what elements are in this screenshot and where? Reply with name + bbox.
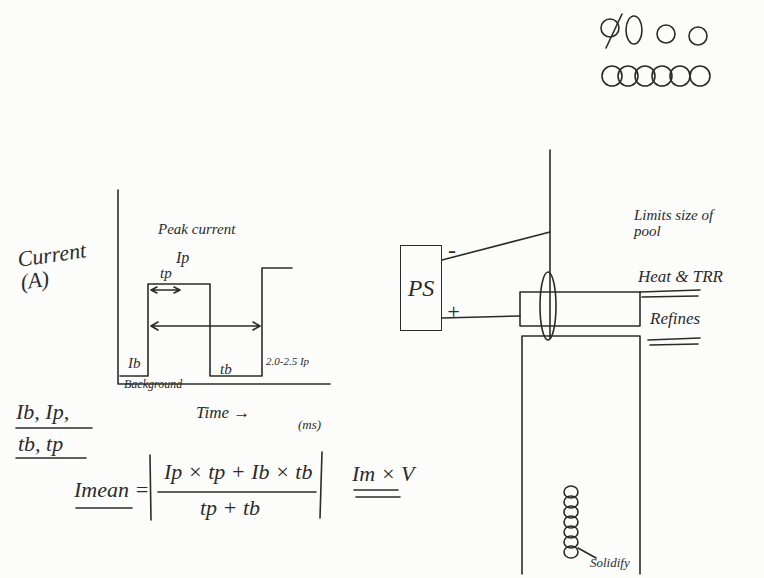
handwritten-note: + xyxy=(446,300,461,323)
droplets xyxy=(601,14,710,86)
handwritten-note: Peak current xyxy=(158,222,235,238)
node-label: PS xyxy=(408,275,435,302)
handwritten-note: Current (A) xyxy=(16,240,82,294)
dimension-arrow xyxy=(151,287,180,293)
axes xyxy=(118,190,330,384)
handwritten-note: Solidify xyxy=(590,556,630,570)
handwritten-note: Ip × tp + Ib × tb xyxy=(164,460,312,483)
workpiece xyxy=(520,292,640,326)
handwritten-note: 2.0-2.5 Ip xyxy=(266,356,309,368)
handwritten-note: - xyxy=(448,238,456,263)
handwritten-note: Refines xyxy=(650,310,700,328)
arc xyxy=(540,272,556,340)
dimension-arrow xyxy=(151,322,260,330)
handwritten-note: Time → xyxy=(196,404,250,422)
handwritten-note: Im × V xyxy=(352,462,415,485)
handwritten-note: tb xyxy=(220,362,232,378)
underline xyxy=(76,507,132,509)
handwritten-note: Ib, Ip, xyxy=(16,400,69,423)
weld-bead xyxy=(564,486,596,558)
plate xyxy=(522,336,640,574)
underline xyxy=(354,490,400,497)
formula-bars xyxy=(150,452,322,520)
handwritten-note: Ib xyxy=(128,356,141,372)
wire xyxy=(442,232,550,260)
handwritten-note: Imean = xyxy=(74,478,149,501)
handwritten-note: tb, tp xyxy=(18,432,63,455)
handwritten-note: (ms) xyxy=(298,418,321,432)
handwritten-note: tp xyxy=(160,266,172,282)
handwritten-note: tp + tb xyxy=(200,496,260,519)
power-source-box: PS xyxy=(400,245,442,331)
underline xyxy=(640,290,700,345)
handwritten-note: Limits size of pool xyxy=(634,208,720,240)
electrode xyxy=(549,150,551,338)
handwritten-note: Background xyxy=(124,378,182,391)
handwritten-note: Ip xyxy=(176,250,189,267)
handwritten-note: Heat & TRR xyxy=(638,268,723,286)
underline xyxy=(16,428,92,458)
